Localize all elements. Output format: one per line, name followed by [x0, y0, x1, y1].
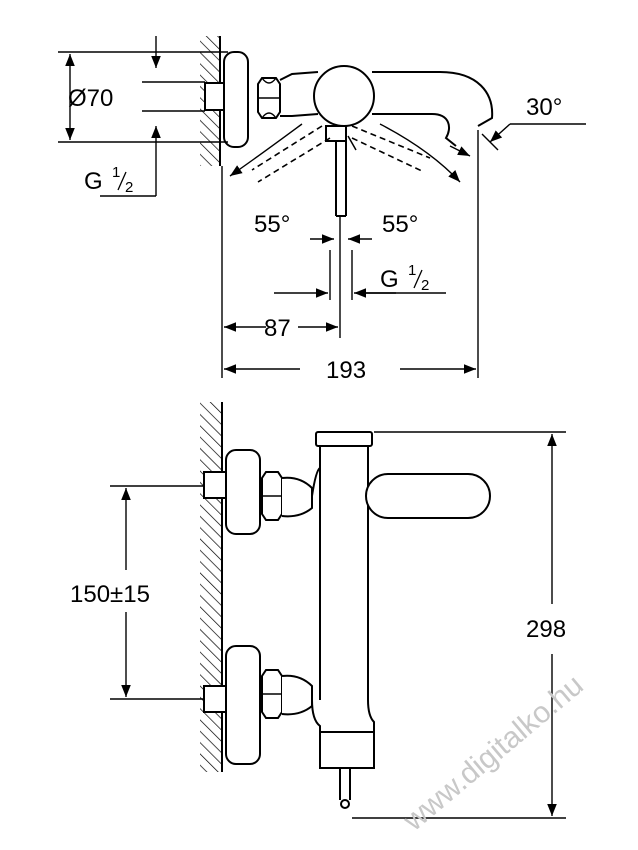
- height-dim-label: 298: [526, 616, 566, 643]
- rosette-upper: [225, 449, 261, 535]
- diameter-label: Ø70: [68, 85, 113, 112]
- svg-text:1: 1: [112, 164, 120, 181]
- svg-text:2: 2: [421, 277, 429, 294]
- top-view: [200, 36, 494, 217]
- svg-text:2: 2: [125, 179, 133, 196]
- inlet-pipe-top: [204, 82, 226, 111]
- mixer-body-top: [313, 65, 375, 127]
- spout-angle-label: 30°: [526, 94, 562, 121]
- rosette-top: [223, 51, 249, 148]
- rosette-lower: [225, 645, 261, 765]
- thread-label-center: G 1 2: [380, 262, 429, 294]
- svg-text:G: G: [84, 168, 103, 195]
- handle-angle-right-label: 55°: [382, 211, 418, 238]
- watermark: www.digitalko.hu: [397, 668, 590, 838]
- svg-text:1: 1: [408, 262, 416, 279]
- svg-text:G: G: [380, 266, 399, 293]
- depth-dim-label: 193: [326, 357, 366, 384]
- dimensions-front: [110, 431, 566, 819]
- handle-angle-left-label: 55°: [254, 211, 290, 238]
- offset-dim-label: 87: [264, 315, 291, 342]
- front-view: [200, 402, 491, 809]
- thread-label-left: G 1 2: [84, 164, 133, 196]
- inlet-pipe-upper: [203, 471, 227, 499]
- center-distance-label: 150±15: [70, 581, 150, 608]
- inlet-pipe-lower: [203, 685, 227, 713]
- dimensions-top: [58, 36, 586, 378]
- lever-front: [365, 473, 491, 519]
- wall-hatch-front: [200, 402, 222, 772]
- handle-swing-outline: [251, 125, 431, 183]
- cartridge-cap: [315, 431, 373, 447]
